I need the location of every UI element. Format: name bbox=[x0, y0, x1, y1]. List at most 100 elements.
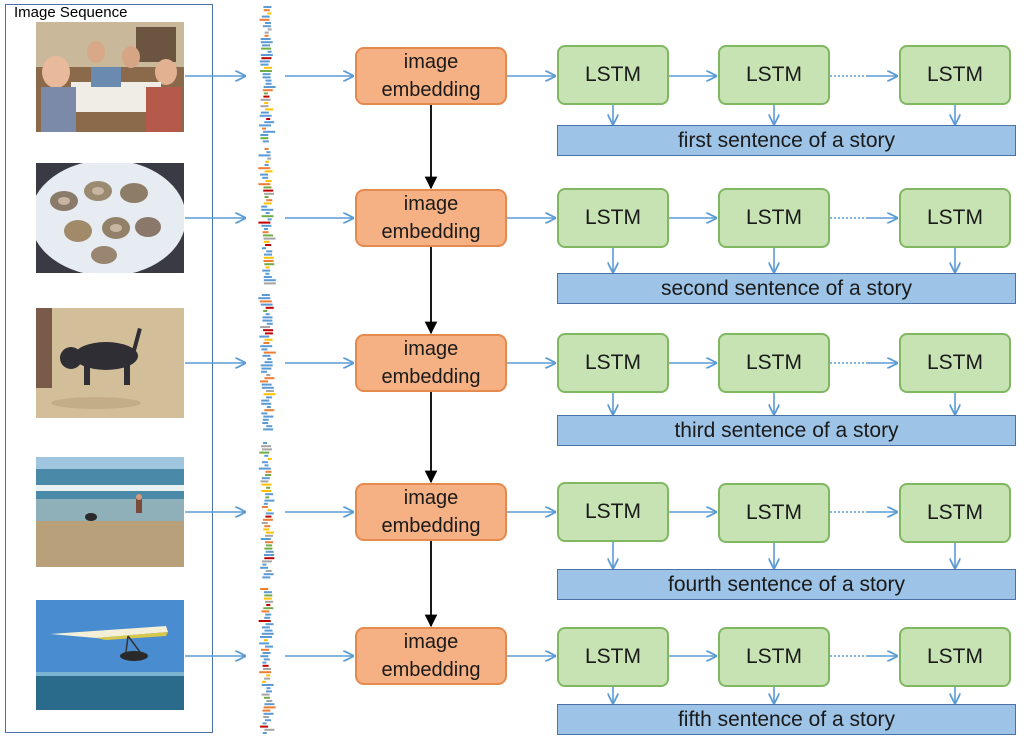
cnn-layer bbox=[260, 54, 273, 56]
cnn-layer bbox=[259, 60, 270, 63]
cnn-layer-stack-icon bbox=[258, 148, 276, 285]
cnn-layer bbox=[267, 50, 272, 53]
cnn-layer bbox=[263, 597, 272, 600]
cnn-layer bbox=[261, 610, 270, 613]
cnn-layer bbox=[266, 486, 271, 489]
cnn-layer bbox=[263, 234, 273, 237]
cnn-layer bbox=[264, 594, 273, 597]
lstm-1-2: LSTM bbox=[718, 45, 830, 105]
sentence-3: third sentence of a story bbox=[557, 415, 1016, 446]
embedding-label-line2: embedding bbox=[381, 221, 481, 243]
lstm-2-1: LSTM bbox=[557, 188, 669, 248]
cnn-layer bbox=[259, 451, 270, 454]
cnn-layer bbox=[258, 221, 271, 224]
cnn-layer bbox=[262, 319, 273, 322]
cnn-layer bbox=[264, 196, 269, 198]
cnn-layer bbox=[263, 279, 276, 282]
cnn-layer bbox=[262, 247, 266, 250]
cnn-layer bbox=[258, 183, 271, 186]
image-embedding-2: image embedding bbox=[355, 189, 507, 247]
cnn-layer bbox=[261, 684, 274, 686]
cnn-layer bbox=[261, 294, 270, 296]
cnn-layer bbox=[267, 157, 272, 160]
cnn-layer bbox=[264, 164, 269, 166]
cnn-layer bbox=[263, 276, 272, 278]
cnn-layer bbox=[267, 458, 272, 460]
cnn-layer bbox=[265, 541, 273, 544]
cnn-layer bbox=[261, 483, 272, 486]
sentence-2: second sentence of a story bbox=[557, 273, 1016, 304]
cnn-layer bbox=[265, 534, 273, 537]
cnn-layer bbox=[262, 73, 271, 76]
cnn-layer bbox=[264, 728, 275, 731]
cnn-encoder-4 bbox=[250, 440, 284, 580]
cnn-layer bbox=[265, 719, 271, 722]
cnn-layer bbox=[258, 620, 271, 622]
cnn-layer bbox=[263, 86, 276, 88]
cnn-layer bbox=[265, 493, 274, 496]
lstm-3-1: LSTM bbox=[557, 333, 669, 393]
cnn-layer bbox=[260, 345, 273, 348]
cnn-layer bbox=[261, 560, 272, 563]
cnn-layer bbox=[263, 706, 276, 709]
lstm-1-3: LSTM bbox=[899, 45, 1011, 105]
cnn-layer bbox=[265, 180, 272, 182]
cnn-layer bbox=[264, 102, 269, 104]
cnn-layer bbox=[263, 415, 274, 418]
photo-beach bbox=[36, 457, 184, 567]
cnn-layer-stack-icon bbox=[258, 442, 275, 579]
cnn-layer bbox=[261, 208, 274, 211]
cnn-layer bbox=[264, 34, 269, 37]
lstm-4-2: LSTM bbox=[718, 483, 830, 543]
cnn-layer bbox=[262, 680, 267, 683]
cnn-layer bbox=[264, 361, 273, 364]
cnn-layer bbox=[264, 121, 275, 124]
embedding-label-line2: embedding bbox=[381, 659, 481, 681]
cnn-layer bbox=[264, 148, 269, 150]
cnn-layer bbox=[263, 310, 268, 312]
cnn-layer bbox=[264, 557, 275, 560]
cnn-layer bbox=[262, 231, 269, 234]
cnn-layer bbox=[263, 228, 268, 230]
cnn-layer bbox=[265, 313, 270, 316]
cnn-layer bbox=[260, 538, 271, 540]
cnn-layer bbox=[260, 725, 269, 728]
lstm-5-3: LSTM bbox=[899, 627, 1011, 687]
cnn-layer bbox=[264, 31, 269, 34]
cnn-layer bbox=[260, 38, 271, 40]
cnn-layer bbox=[262, 316, 273, 319]
cnn-layer bbox=[262, 563, 267, 566]
lstm-2-3: LSTM bbox=[899, 188, 1011, 248]
cnn-layer bbox=[264, 554, 274, 556]
cnn-layer bbox=[264, 639, 268, 642]
cnn-layer bbox=[262, 448, 272, 451]
cnn-layer bbox=[262, 652, 271, 654]
cnn-layer bbox=[261, 57, 272, 60]
cnn-layer bbox=[259, 70, 272, 72]
cnn-layer bbox=[266, 604, 271, 606]
cnn-layer bbox=[261, 522, 268, 524]
cnn-layer bbox=[263, 442, 267, 444]
cnn-layer bbox=[264, 66, 273, 69]
cnn-layer bbox=[263, 256, 274, 259]
embedding-label-line2: embedding bbox=[381, 515, 481, 537]
cnn-layer bbox=[261, 370, 268, 373]
cnn-layer bbox=[263, 716, 270, 718]
cnn-layer bbox=[266, 544, 273, 547]
cnn-layer bbox=[263, 658, 270, 661]
lstm-1-1: LSTM bbox=[557, 45, 669, 105]
cnn-layer bbox=[265, 600, 273, 603]
cnn-layer bbox=[260, 480, 269, 483]
cnn-layer bbox=[263, 591, 272, 594]
cnn-layer bbox=[262, 418, 269, 421]
cnn-layer bbox=[260, 105, 269, 108]
cnn-layer bbox=[259, 300, 272, 303]
cnn-layer bbox=[263, 92, 268, 95]
cnn-layer bbox=[266, 199, 273, 202]
cnn-layer bbox=[263, 202, 272, 205]
cnn-layer bbox=[262, 518, 273, 521]
sentence-4: fourth sentence of a story bbox=[557, 569, 1016, 600]
cnn-layer bbox=[264, 629, 273, 632]
cnn-layer bbox=[264, 703, 275, 706]
